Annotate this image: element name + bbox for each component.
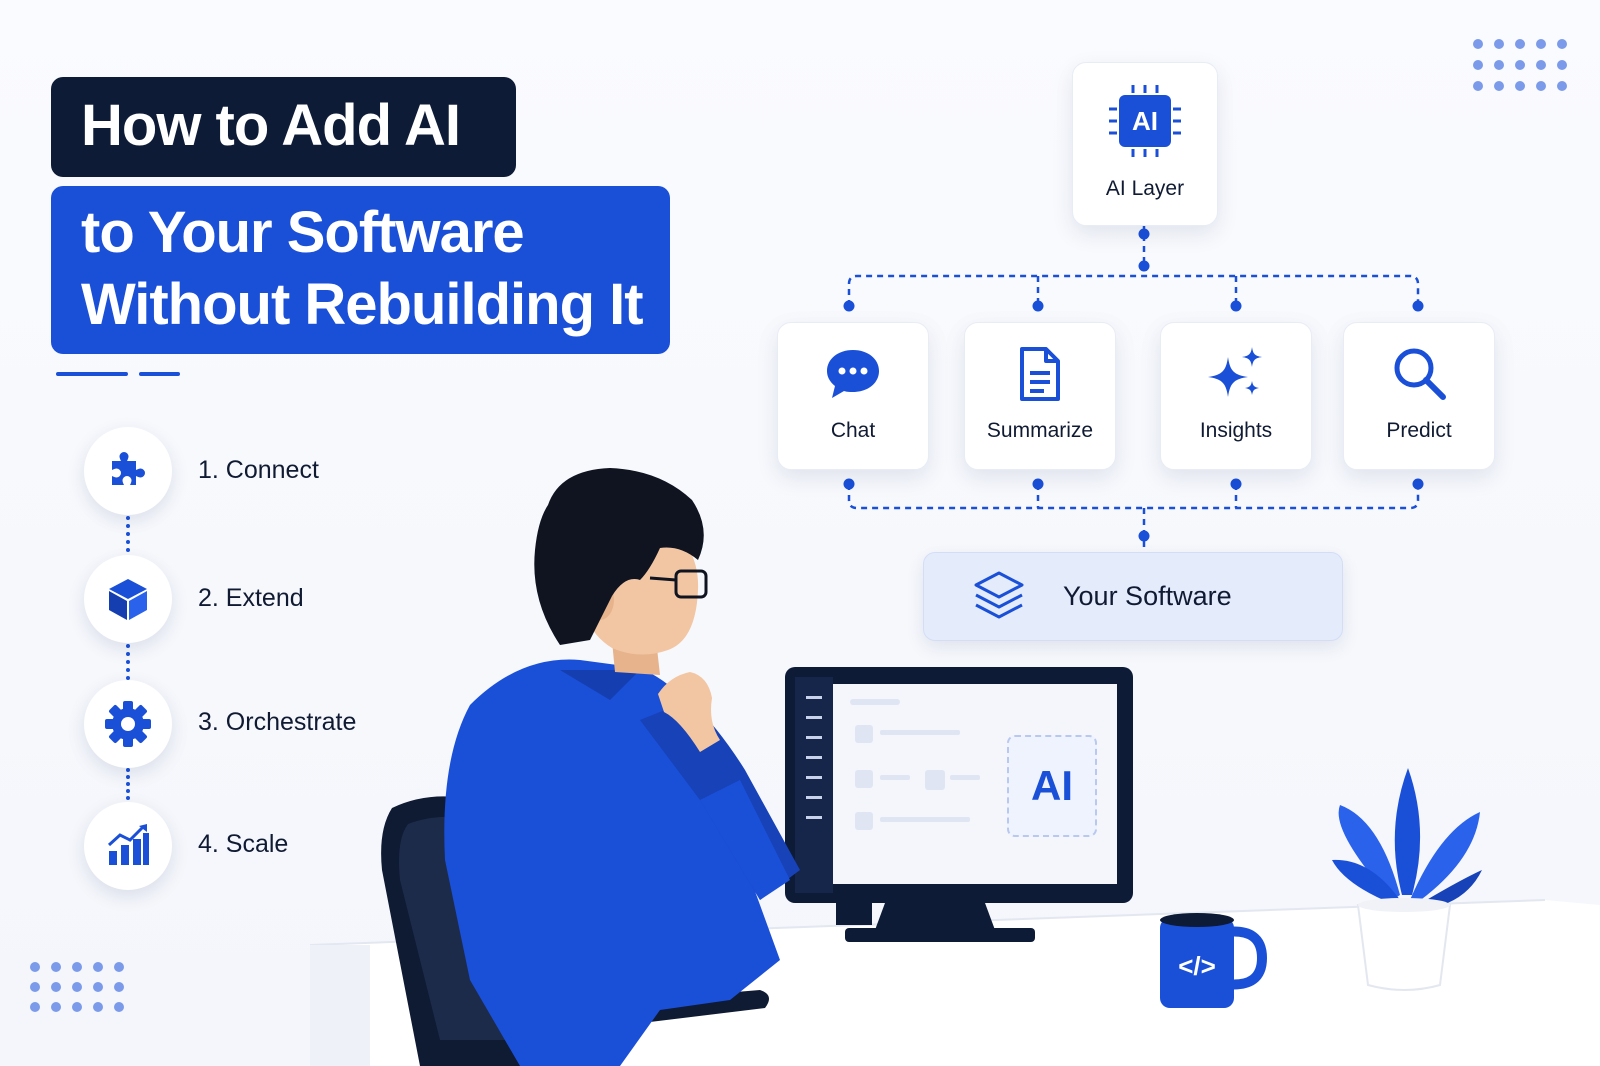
monitor — [785, 667, 1133, 942]
title-line-2: to Your Software — [81, 200, 525, 265]
hand — [658, 672, 720, 752]
coffee-mug: </> — [1160, 913, 1268, 1008]
step-icon-circle-2 — [84, 555, 172, 643]
your-software-box: Your Software — [923, 552, 1343, 641]
step-label-2: 2. Extend — [198, 584, 304, 612]
capability-card-summarize: Summarize — [964, 322, 1116, 470]
capability-card-insights: Insights — [1160, 322, 1312, 470]
step-connector-3 — [126, 768, 130, 800]
monitor-stand — [845, 928, 1035, 942]
document-icon — [1020, 347, 1060, 401]
ai-layer-card: AI AI Layer — [1072, 62, 1218, 226]
hair — [534, 468, 704, 645]
chart-growth-icon — [107, 824, 149, 865]
layers-icon — [974, 571, 1024, 619]
step-icon-circle-4 — [84, 802, 172, 890]
monitor-ai-badge: AI — [1007, 735, 1097, 837]
step-icon-circle-1 — [84, 427, 172, 515]
your-software-label: Your Software — [1063, 581, 1232, 611]
ai-chip-icon: AI — [1109, 85, 1181, 157]
step-icon-circle-3 — [84, 680, 172, 768]
ai-layer-label: AI Layer — [1105, 177, 1185, 200]
title-line-3: Without Rebuilding It — [81, 272, 644, 337]
sparkle-icon — [1208, 347, 1262, 397]
step-label-1: 1. Connect — [198, 456, 319, 484]
dot-grid-bottom-left — [30, 962, 124, 1012]
capability-card-chat: Chat — [777, 322, 929, 470]
connector-top-bus — [847, 274, 1420, 306]
desk-leg — [310, 945, 370, 1066]
title-block-dark: How to Add AI — [51, 77, 516, 177]
glasses — [649, 569, 708, 599]
capability-card-predict: Predict — [1343, 322, 1495, 470]
step-label-3: 3. Orchestrate — [198, 708, 357, 736]
step-label-4: 4. Scale — [198, 830, 289, 858]
capability-label-predict: Predict — [1386, 419, 1452, 442]
potted-plant — [1332, 768, 1482, 991]
ai-chip-text: AI — [1132, 106, 1158, 136]
step-connector-1 — [126, 516, 130, 552]
mug-code-glyph: </> — [1178, 951, 1216, 981]
chat-bubble-icon — [827, 350, 879, 398]
capability-label-summarize: Summarize — [986, 419, 1094, 442]
capability-label-insights: Insights — [1199, 419, 1273, 442]
title-underline-long — [56, 372, 128, 376]
cube-icon — [109, 579, 147, 620]
title-line-1: How to Add AI — [81, 93, 461, 158]
step-connector-2 — [126, 644, 130, 680]
puzzle-icon — [112, 452, 145, 485]
person — [444, 468, 800, 1066]
dot-grid-top-right — [1473, 39, 1567, 91]
title-block-blue: to Your Software Without Rebuilding It — [51, 186, 670, 354]
capability-label-chat: Chat — [830, 419, 876, 442]
search-icon — [1394, 348, 1446, 400]
title-underline-short — [139, 372, 180, 376]
gear-icon — [105, 701, 151, 747]
